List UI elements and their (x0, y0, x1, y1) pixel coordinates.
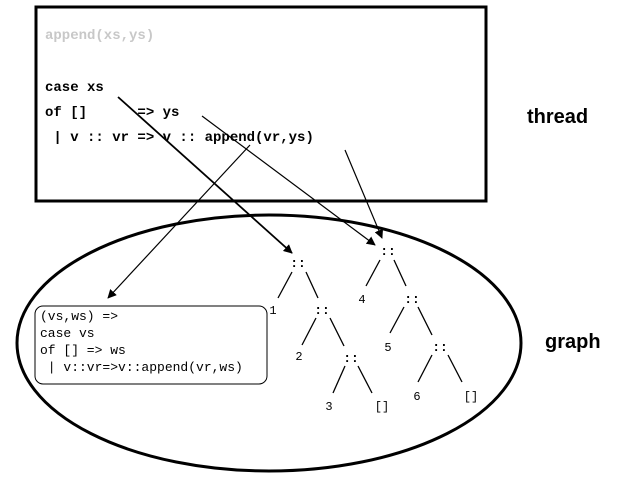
list2-cons-node: :: (404, 292, 420, 307)
closure-line-1: (vs,ws) => (40, 309, 118, 324)
list1-cons-node: :: (314, 303, 330, 318)
list1-nil: [] (375, 400, 389, 414)
list2-cons-node: :: (380, 244, 396, 259)
list2-element: 5 (384, 341, 391, 355)
thread-code-line-3: | v :: vr => v :: append(vr,ys) (45, 130, 314, 146)
xs-reference-arrow (117, 96, 293, 254)
ys-second-reference-arrow (344, 149, 384, 239)
append-closure-arrow (107, 144, 251, 299)
thread-label: thread (527, 106, 588, 128)
thread-code-line-2: of [] => ys (45, 105, 179, 121)
list2-element: 6 (413, 390, 420, 404)
list1-cons-node: :: (343, 351, 359, 366)
list1-cons-node: :: (290, 256, 306, 271)
thread-code-line-1: case xs (45, 80, 104, 96)
list1-element: 1 (269, 304, 276, 318)
closure-line-2: case vs (40, 326, 95, 341)
list1-element: 3 (325, 400, 332, 414)
list2-edges (365, 259, 463, 383)
graph-label: graph (545, 331, 601, 353)
list1-element: 2 (295, 350, 302, 364)
thread-signature: append(xs,ys) (45, 28, 154, 44)
list2-cons-node: :: (432, 340, 448, 355)
closure-line-4: | v::vr=>v::append(vr,ws) (40, 360, 243, 375)
list2-nil: [] (464, 390, 478, 404)
graph-ellipse (15, 213, 523, 473)
thread-box (34, 5, 488, 203)
closure-box (34, 305, 268, 385)
closure-line-3: of [] => ws (40, 343, 126, 358)
list2-element: 4 (358, 293, 365, 307)
list1-edges (277, 271, 373, 394)
ys-reference-arrow (201, 115, 376, 246)
